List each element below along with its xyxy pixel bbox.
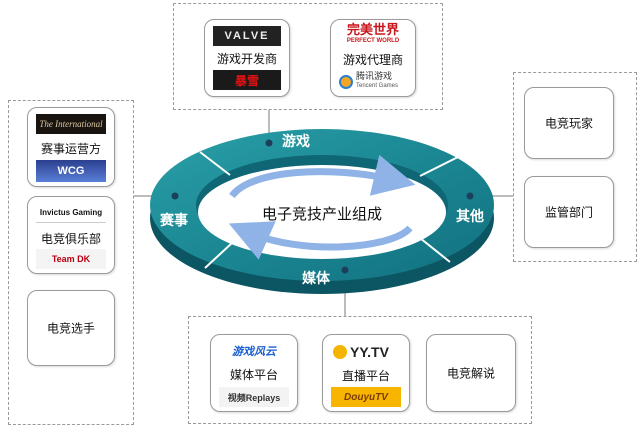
arrow-upper: [229, 154, 416, 199]
logo-replays: 视频Replays: [219, 387, 289, 407]
ring-divider-bottom-right: [419, 237, 451, 263]
label-game-publisher: 游戏代理商: [342, 53, 403, 67]
card-game-developer: VALVE 游戏开发商 暴雪: [204, 19, 290, 97]
center-title: 电子竞技产业组成: [261, 205, 382, 223]
card-event-operator: The International 赛事运营方 WCG: [27, 107, 115, 187]
logo-perfect-world: 完美世界 PERFECT WORLD: [346, 23, 400, 45]
logo-wcg: WCG: [36, 160, 106, 182]
label-esports-club: 电竞俱乐部: [40, 232, 101, 246]
tencent-swirl-icon: [339, 75, 353, 89]
logo-invictus-gaming: Invictus Gaming: [36, 203, 106, 223]
yy-circle-icon: [333, 345, 347, 359]
dot-other: [466, 192, 474, 200]
card-esports-club: Invictus Gaming 电竞俱乐部 Team DK: [27, 196, 115, 274]
card-regulators: 监管部门: [524, 176, 614, 248]
ring-label-other: 其他: [456, 209, 484, 225]
label-media-platform: 媒体平台: [229, 368, 278, 382]
dot-events: [171, 192, 179, 200]
label-commentary: 电竞解说: [446, 366, 495, 381]
label-live-platform: 直播平台: [341, 369, 390, 383]
ring-divider-bottom-left: [204, 242, 233, 269]
label-game-developer: 游戏开发商: [216, 52, 277, 66]
card-esports-player: 电竞选手: [27, 290, 115, 366]
card-esports-gamers: 电竞玩家: [524, 87, 614, 159]
label-esports-gamers: 电竞玩家: [544, 116, 593, 131]
ring-label-media: 媒体: [302, 271, 330, 287]
logo-gamefy: 游戏风云: [232, 346, 276, 358]
card-media-platform: 游戏风云 媒体平台 视频Replays: [210, 334, 298, 412]
label-regulators: 监管部门: [544, 205, 593, 220]
logo-valve: VALVE: [213, 26, 281, 46]
logo-blizzard: 暴雪: [213, 70, 281, 90]
label-event-operator: 赛事运营方: [40, 142, 101, 156]
arrow-lower: [228, 221, 413, 260]
card-commentary: 电竞解说: [426, 334, 516, 412]
dot-games: [265, 139, 273, 147]
ring-divider-top-right: [419, 156, 459, 177]
logo-douyu: DouyuTV: [331, 387, 401, 407]
logo-the-international: The International: [36, 114, 106, 134]
logo-tencent-games: 腾讯游戏 Tencent Games: [339, 71, 409, 93]
ring-label-events: 赛事: [160, 213, 188, 229]
card-live-platform: YY.TV 直播平台 DouyuTV: [322, 334, 410, 412]
dot-media: [341, 266, 349, 274]
ring-divider-top-left: [199, 151, 231, 176]
logo-team-dk: Team DK: [36, 249, 106, 269]
ring-label-games: 游戏: [282, 134, 310, 150]
logo-yy-tv: YY.TV: [333, 342, 401, 362]
card-game-publisher: 完美世界 PERFECT WORLD 游戏代理商 腾讯游戏 Tencent Ga…: [330, 19, 416, 97]
label-esports-player: 电竞选手: [46, 321, 95, 336]
